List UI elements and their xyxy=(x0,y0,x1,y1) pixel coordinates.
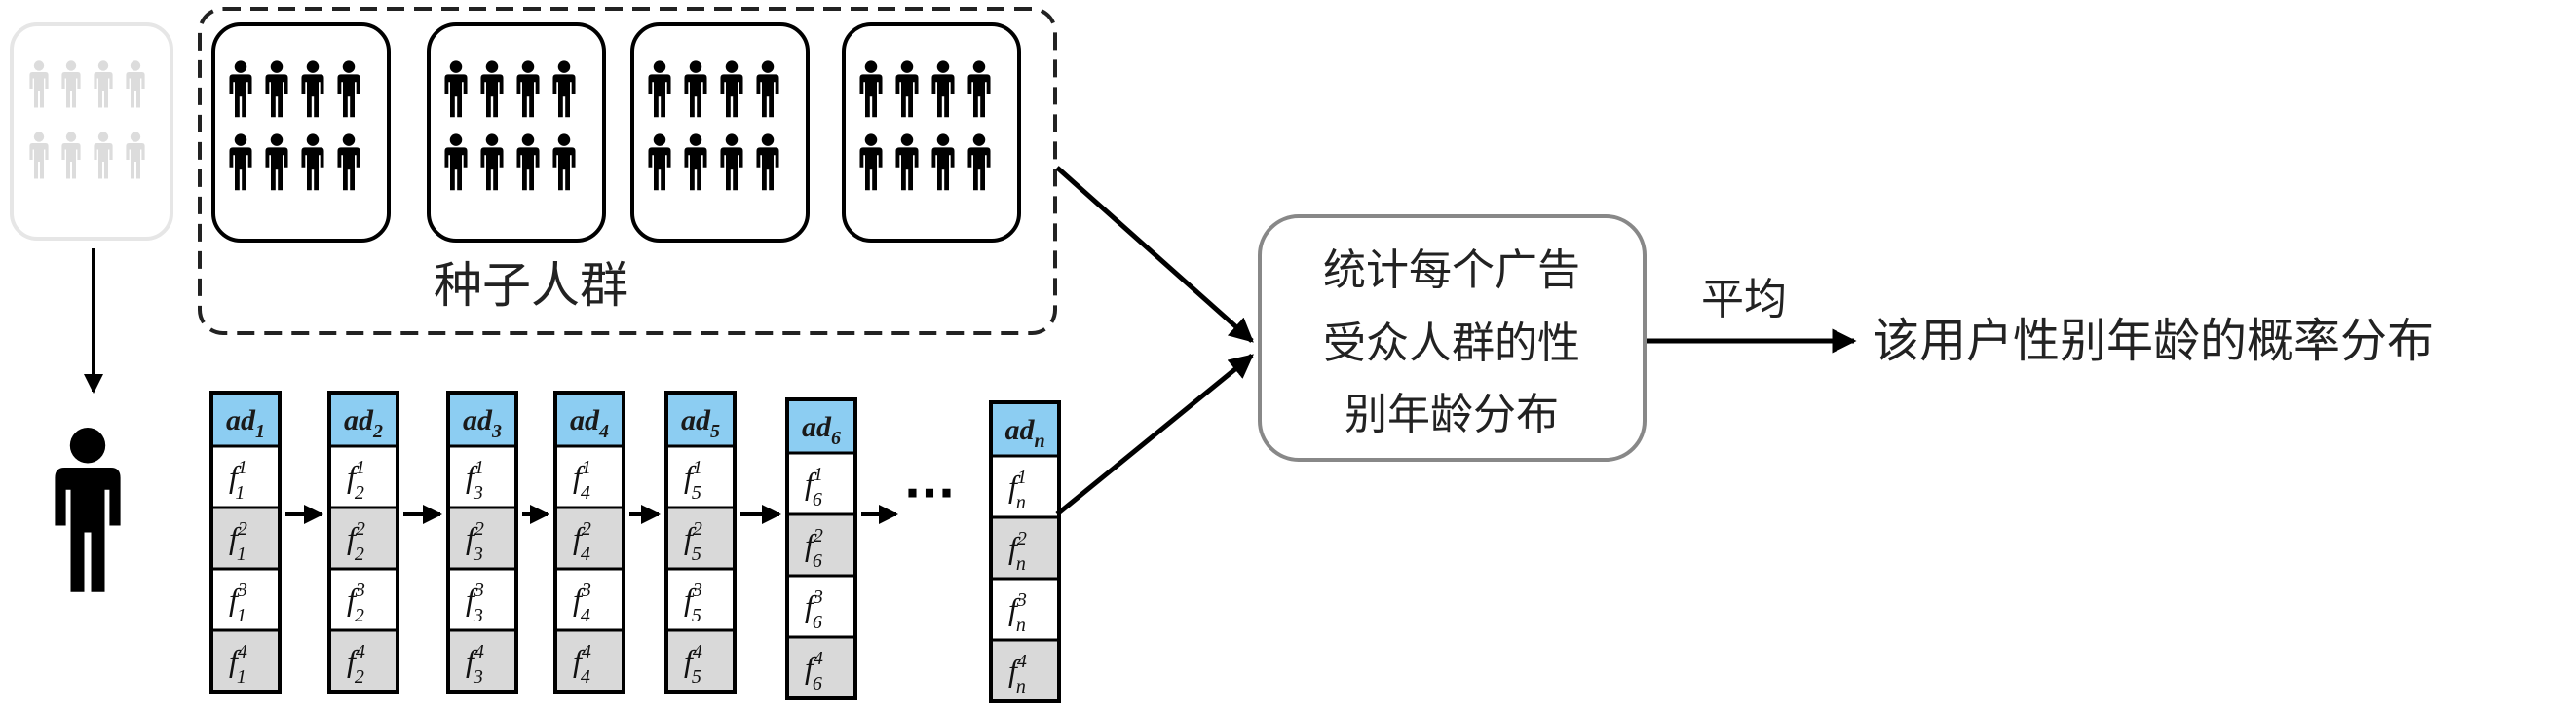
ellipsis: ··· xyxy=(904,467,955,519)
faded-user-group xyxy=(10,22,173,241)
crowd-box xyxy=(630,22,810,243)
process-line-3: 别年龄分布 xyxy=(1345,390,1559,439)
feature-cell xyxy=(446,567,518,632)
seed-crowd-boxes xyxy=(211,22,1021,243)
process-box xyxy=(1258,214,1647,462)
arrow-ads-to-process xyxy=(1055,354,1254,516)
feature-cell xyxy=(989,577,1061,642)
feature-cell xyxy=(553,567,625,632)
feature-cell xyxy=(209,628,282,694)
process-line-2: 受众人群的性 xyxy=(1323,319,1580,368)
user-icon xyxy=(55,428,121,592)
seed-group-container xyxy=(198,7,1057,335)
output-label: 该用户性别年龄的概率分布 xyxy=(1873,314,2434,368)
crowd-box xyxy=(842,22,1021,243)
crowd-box xyxy=(211,22,391,243)
average-label: 平均 xyxy=(1701,275,1787,324)
ad-label: ad4 xyxy=(570,404,609,442)
arrow-seed-to-process xyxy=(1055,166,1254,343)
crowd-box xyxy=(427,22,606,243)
process-line-1: 统计每个广告 xyxy=(1323,245,1580,295)
seed-group-label: 种子人群 xyxy=(434,257,628,314)
feature-cell xyxy=(209,506,282,571)
feature-cell xyxy=(553,444,625,509)
feature-cell xyxy=(989,515,1061,581)
